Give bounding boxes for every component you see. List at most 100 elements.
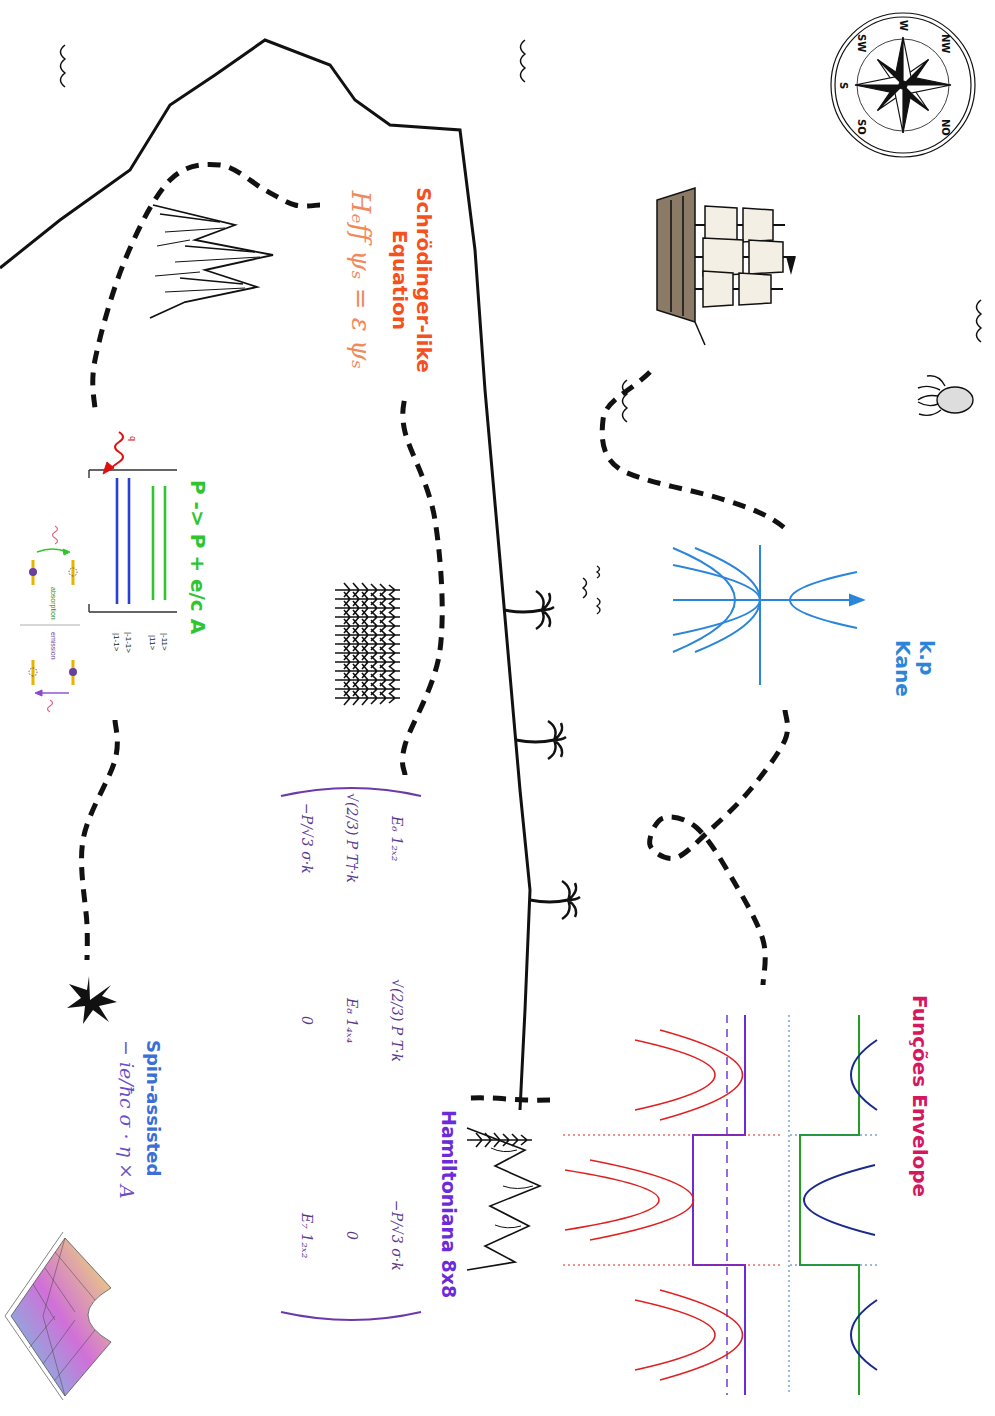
compass-rose	[835, 17, 971, 153]
quantum-well-figure	[63, 549, 70, 555]
pirate-ship	[703, 271, 771, 307]
station-title: Hamiltoniana 8x8	[437, 1110, 460, 1298]
station-schrodinger: Schrödinger-like Equation Hₑff ψₛ = ε ψₛ	[320, 165, 440, 395]
spin-surface-plot	[29, 1238, 95, 1396]
compass-rose	[831, 13, 975, 157]
envelope-plot	[693, 1015, 745, 1395]
treasure-mark	[67, 976, 117, 1024]
matrix-entry: −P/√3 σ·k	[299, 803, 315, 874]
state-label: |-1-1>	[124, 632, 133, 653]
state-label: |1-1>	[112, 633, 121, 651]
matrix-entry: √(2/3) P T†·k	[344, 793, 360, 883]
palm-trees	[530, 881, 580, 919]
mountain-range	[467, 1133, 532, 1147]
station-formula: Hₑff ψₛ = ε ψₛ	[345, 171, 376, 389]
palm-trees	[504, 591, 554, 629]
quantum-well-figure	[48, 700, 53, 712]
compass-letter: S	[838, 82, 850, 89]
birds	[597, 566, 600, 578]
station-coupling: P -> P + e/c A	[13, 410, 213, 720]
quantum-well-figure	[20, 432, 177, 712]
envelope-plot	[565, 1030, 743, 1380]
matrix-entry: E₆ 1₂ₓ₂	[389, 816, 405, 861]
palm-trees	[504, 591, 580, 919]
matrix-entry: −P/√3 σ·k	[389, 1200, 405, 1271]
quantum-well-figure	[153, 486, 165, 600]
matrix-entry: 0	[299, 1016, 315, 1025]
matrix-entry: 0	[344, 1231, 360, 1240]
envelope-plot	[560, 1015, 877, 1395]
envelope-plot	[800, 1015, 859, 1395]
matrix-entry: E₇ 1₂ₓ₂	[299, 1213, 315, 1258]
palm-trees	[516, 721, 566, 759]
state-label: |-11>	[160, 633, 169, 651]
quantum-well-figure	[35, 690, 42, 696]
station-title: k.p Kane	[891, 640, 939, 697]
quantum-well-figure	[69, 568, 77, 576]
sea-waves	[61, 45, 66, 87]
quantum-well-figure	[33, 560, 73, 685]
process-label: emission	[49, 632, 57, 660]
station-title: Schrödinger-like Equation	[388, 171, 436, 389]
coastline	[0, 40, 530, 1110]
band-structure-plot	[673, 565, 760, 635]
station-title: Spin-assisted	[142, 1040, 164, 1176]
quantum-well-figure	[53, 526, 58, 544]
compass-letter: SO	[856, 119, 868, 135]
mountain-range	[160, 214, 255, 284]
quantum-well-figure	[89, 470, 177, 612]
compass-rose	[855, 37, 951, 133]
quantum-well-figure	[103, 462, 114, 474]
sea-monster	[918, 376, 945, 416]
pirate-ship	[671, 196, 683, 316]
mountain-range	[467, 1128, 540, 1270]
forest	[335, 583, 400, 705]
quantum-well-figure	[39, 692, 69, 693]
process-label: absorption	[49, 587, 57, 620]
sea-monster	[918, 376, 973, 416]
quantum-well-figure	[69, 668, 77, 676]
sea-monster	[937, 387, 973, 413]
treasure-trail	[82, 720, 118, 960]
station-kp: k.p Kane	[665, 535, 945, 710]
matrix-entry: √(2/3) P T·k	[389, 979, 405, 1062]
birds	[597, 598, 600, 614]
envelope-plot	[726, 1015, 727, 1395]
pirate-ship	[787, 257, 795, 272]
station-formula: − ie/ħc σ · η × A	[115, 1040, 138, 1199]
matrix-entry: E₈ 1₄ₓ₄	[344, 998, 360, 1043]
mountain-range	[467, 1128, 540, 1270]
mountain-range	[150, 205, 273, 318]
envelope-plot	[560, 1135, 780, 1265]
compass-rose	[831, 13, 975, 157]
pirate-ship	[657, 188, 795, 345]
pirate-ship	[657, 188, 695, 322]
compass-rose	[899, 81, 907, 89]
treasure-trail	[465, 1098, 550, 1100]
quantum-well-figure	[117, 478, 129, 604]
compass-rose	[855, 37, 951, 133]
sea-waves	[61, 40, 982, 422]
envelope-plot	[804, 1040, 877, 1370]
quantum-well-figure	[37, 549, 67, 552]
band-structure-plot	[673, 599, 851, 601]
envelope-plot	[789, 1015, 790, 1395]
birds	[583, 566, 600, 614]
quantum-well-figure	[29, 568, 37, 576]
band-structure-plot	[673, 548, 735, 652]
treasure-trail	[93, 164, 320, 410]
pirate-ship	[703, 238, 783, 276]
envelope-plot	[789, 1135, 877, 1265]
pirate-ship	[695, 322, 705, 345]
mountain-range	[155, 228, 260, 292]
spin-surface-plot	[11, 1238, 111, 1396]
spin-surface-plot	[5, 1232, 111, 1400]
band-structure-plot	[673, 545, 863, 685]
station-spin: Spin-assisted− ie/ħc σ · η × A	[5, 960, 167, 1405]
matrix-bracket	[281, 1312, 421, 1320]
compass-letter: W	[898, 20, 910, 31]
station-title: Funções Envelope	[908, 995, 932, 1197]
station-title: P -> P + e/c A	[186, 480, 210, 634]
